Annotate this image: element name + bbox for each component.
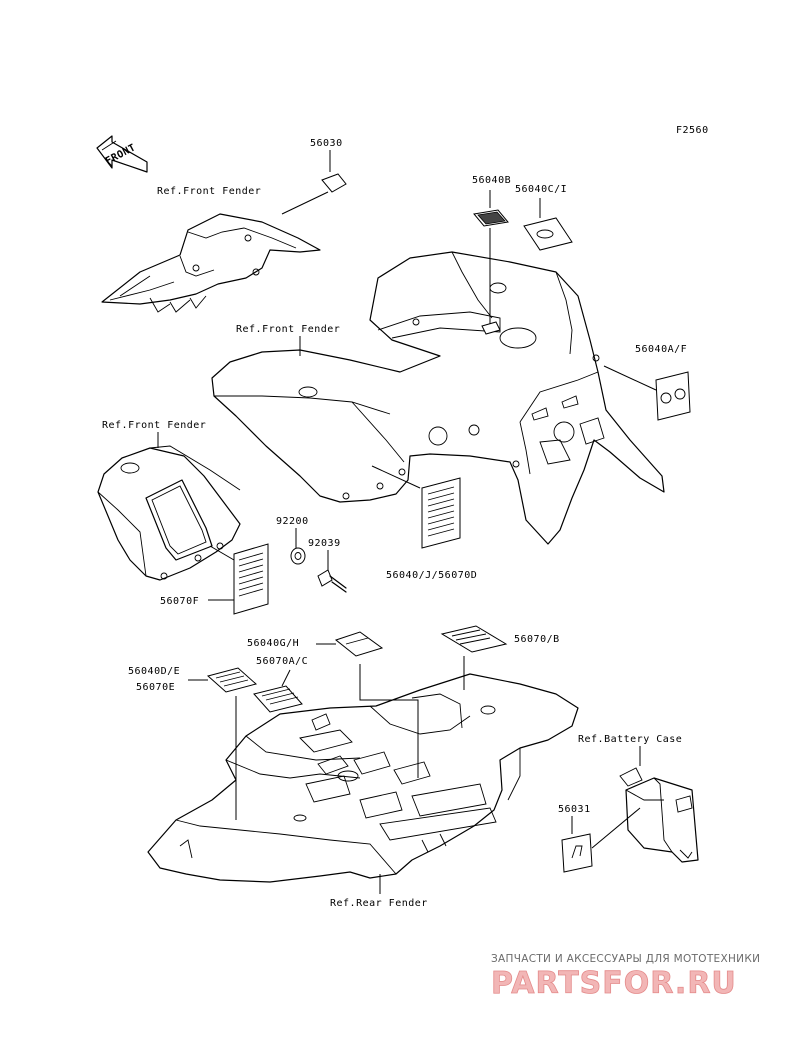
part-56030-washer (321, 173, 347, 193)
sticker-56031 (561, 833, 593, 873)
front-fender-large (211, 251, 665, 545)
watermark-logo: PARTSFOR.RU (491, 966, 737, 1001)
sticker-56040j (421, 477, 461, 549)
sticker-56040gh (334, 631, 384, 657)
sticker-56040af (655, 371, 691, 421)
label-56040j-56070d: 56040/J/56070D (386, 570, 477, 581)
figure-code: F2560 (676, 125, 709, 136)
part-92200-washer (290, 547, 306, 565)
label-92039: 92039 (308, 538, 341, 549)
sticker-56040ci (523, 217, 573, 251)
ref-rear-fender-label: Ref.Rear Fender (330, 898, 428, 909)
label-56070b: 56070/B (514, 634, 560, 645)
label-56070e: 56070E (136, 682, 175, 693)
sticker-56070f (233, 543, 269, 615)
ref-front-fender-label-2: Ref.Front Fender (236, 324, 340, 335)
label-56040af: 56040A/F (635, 344, 687, 355)
sticker-56040de (206, 667, 258, 693)
label-56040ci: 56040C/I (515, 184, 567, 195)
label-56040de: 56040D/E (128, 666, 180, 677)
watermark-tagline: ЗАПЧАСТИ И АКСЕССУАРЫ ДЛЯ МОТОТЕХНИКИ (491, 953, 760, 965)
part-92039-bolt (317, 569, 347, 593)
battery-case (619, 767, 699, 863)
ref-front-fender-label-1: Ref.Front Fender (157, 186, 261, 197)
ref-front-fender-label-3: Ref.Front Fender (102, 420, 206, 431)
sticker-56070b (440, 625, 508, 653)
ref-battery-case-label: Ref.Battery Case (578, 734, 682, 745)
label-92200: 92200 (276, 516, 309, 527)
sticker-56040b-placed (481, 321, 501, 335)
label-56030: 56030 (310, 138, 343, 149)
label-56070ac: 56070A/C (256, 656, 308, 667)
rear-fender (147, 673, 579, 883)
front-direction-arrow: FRONT (96, 135, 148, 173)
label-56040gh: 56040G/H (247, 638, 299, 649)
front-fender-left (97, 445, 241, 581)
label-56040b: 56040B (472, 175, 511, 186)
label-56070f: 56070F (160, 596, 199, 607)
front-fender-small (101, 213, 321, 313)
sticker-56070ac (253, 685, 303, 713)
label-56031: 56031 (558, 804, 591, 815)
